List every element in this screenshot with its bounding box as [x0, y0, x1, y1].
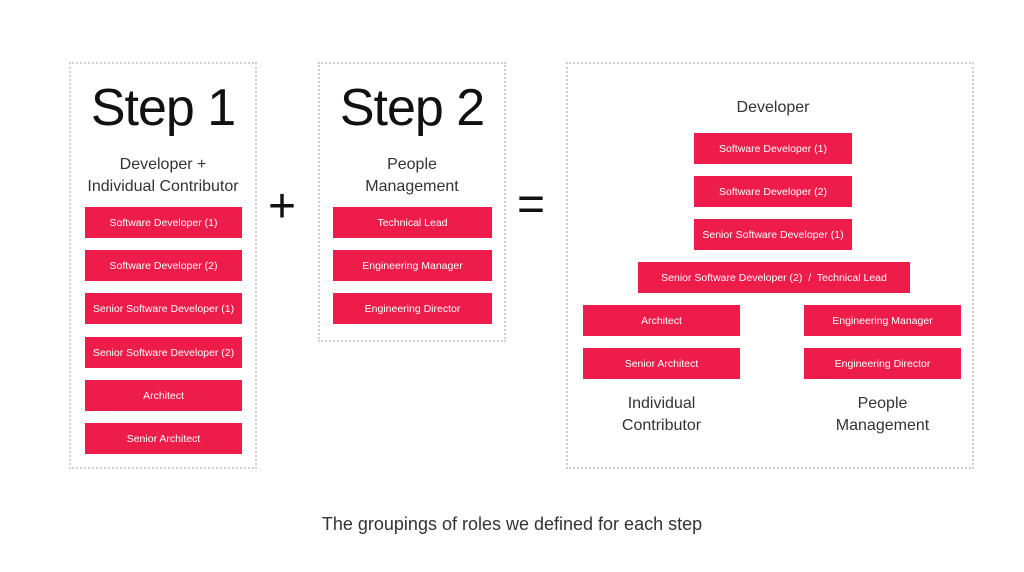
step1-role-software-developer-1: Software Developer (1): [85, 207, 242, 238]
result-role-senior-architect: Senior Architect: [583, 348, 740, 379]
step2-panel: Step 2 People Management: [318, 62, 506, 342]
step1-role-software-developer-2: Software Developer (2): [85, 250, 242, 281]
step1-panel: Step 1 Developer + Individual Contributo…: [69, 62, 257, 469]
step2-role-technical-lead: Technical Lead: [333, 207, 492, 238]
result-panel: [566, 62, 974, 469]
result-role-senior-software-developer-1: Senior Software Developer (1): [694, 219, 852, 250]
step1-role-senior-software-developer-1: Senior Software Developer (1): [85, 293, 242, 324]
step2-role-engineering-director: Engineering Director: [333, 293, 492, 324]
result-pm-label-line1: People: [857, 395, 908, 412]
step1-subtitle-line2: Individual Contributor: [87, 178, 239, 195]
step2-subtitle: People Management: [320, 154, 504, 198]
result-ic-label-line1: Individual: [627, 395, 696, 412]
step1-title: Step 1: [90, 79, 236, 137]
result-pm-label: People Management: [804, 393, 961, 437]
step2-subtitle-line2: Management: [365, 178, 459, 195]
step1-subtitle-line1: Developer +: [119, 156, 207, 173]
result-ic-label-line2: Contributor: [621, 417, 702, 434]
result-title: Developer: [736, 99, 810, 116]
step2-role-engineering-manager: Engineering Manager: [333, 250, 492, 281]
result-ic-label: Individual Contributor: [583, 393, 740, 437]
result-role-software-developer-1: Software Developer (1): [694, 133, 852, 164]
result-role-architect: Architect: [583, 305, 740, 336]
equals-symbol: =: [517, 178, 546, 231]
result-role-software-developer-2: Software Developer (2): [694, 176, 852, 207]
step1-role-senior-architect: Senior Architect: [85, 423, 242, 454]
result-role-senior-dev-2-technical-lead: Senior Software Developer (2) / Technica…: [638, 262, 910, 293]
plus-symbol: +: [268, 180, 297, 233]
step1-role-architect: Architect: [85, 380, 242, 411]
step2-subtitle-line1: People: [387, 156, 437, 173]
result-pm-label-line2: Management: [835, 417, 930, 434]
step1-subtitle: Developer + Individual Contributor: [71, 154, 255, 198]
result-role-engineering-manager: Engineering Manager: [804, 305, 961, 336]
step1-role-senior-software-developer-2: Senior Software Developer (2): [85, 337, 242, 368]
result-role-engineering-director: Engineering Director: [804, 348, 961, 379]
figure-caption: The groupings of roles we defined for ea…: [321, 514, 703, 534]
step2-title: Step 2: [339, 79, 485, 137]
